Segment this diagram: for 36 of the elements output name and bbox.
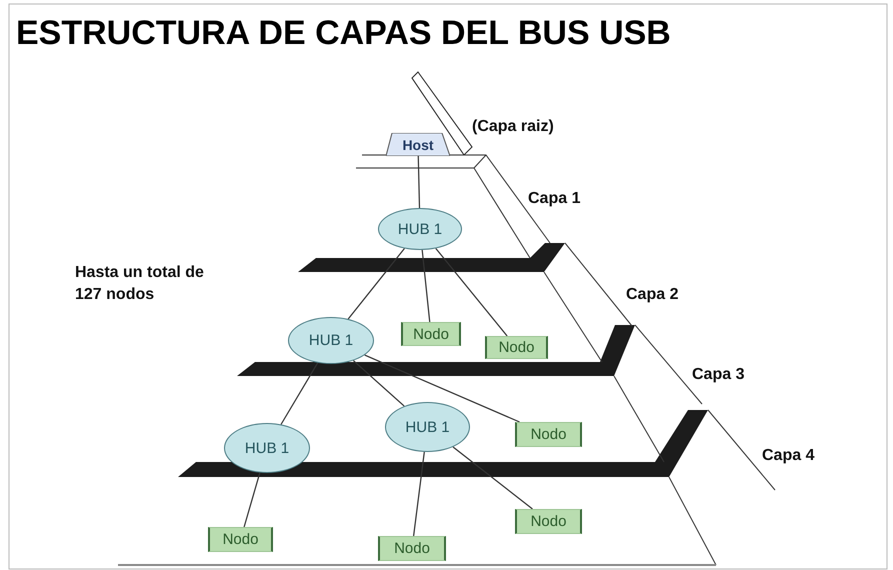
node-label: Nodo — [530, 513, 566, 530]
device-box — [208, 527, 273, 552]
connector-line — [452, 446, 533, 510]
layer-label: (Capa raiz) — [472, 117, 555, 137]
device-box — [485, 336, 548, 359]
node-label: Nodo — [394, 540, 430, 557]
node-label: Nodo — [222, 531, 258, 548]
connector-line — [348, 248, 405, 320]
layer-label: Capa 1 — [528, 189, 582, 209]
connector-line — [422, 250, 430, 322]
node-label: HUB 1 — [398, 220, 442, 238]
device-box — [401, 322, 461, 346]
node-label: HUB 1 — [405, 418, 450, 436]
node-label: Nodo — [498, 339, 534, 356]
connector-line — [244, 472, 260, 528]
host-box — [386, 133, 450, 156]
node-label: Nodo — [530, 426, 566, 443]
hub-ellipse — [288, 317, 374, 364]
connector-line — [435, 248, 508, 336]
device-box — [515, 422, 582, 447]
device-box — [515, 509, 582, 534]
connector-line — [280, 362, 318, 425]
connector-line — [413, 452, 425, 536]
node-label: Host — [402, 136, 434, 152]
connector-line — [352, 360, 405, 407]
layer-label: Capa 4 — [762, 446, 816, 466]
layer-label: Hasta un total de 127 nodos — [75, 263, 205, 305]
layer-label: Capa 3 — [692, 365, 746, 385]
connector-line — [418, 156, 420, 208]
connector-line — [364, 354, 520, 423]
layer-label: Capa 2 — [626, 285, 680, 305]
node-label: Nodo — [413, 326, 449, 342]
device-box — [378, 536, 446, 561]
node-label: HUB 1 — [308, 332, 354, 349]
node-label: HUB 1 — [244, 440, 290, 456]
diagram-title: ESTRUCTURA DE CAPAS DEL BUS USB — [16, 14, 671, 53]
